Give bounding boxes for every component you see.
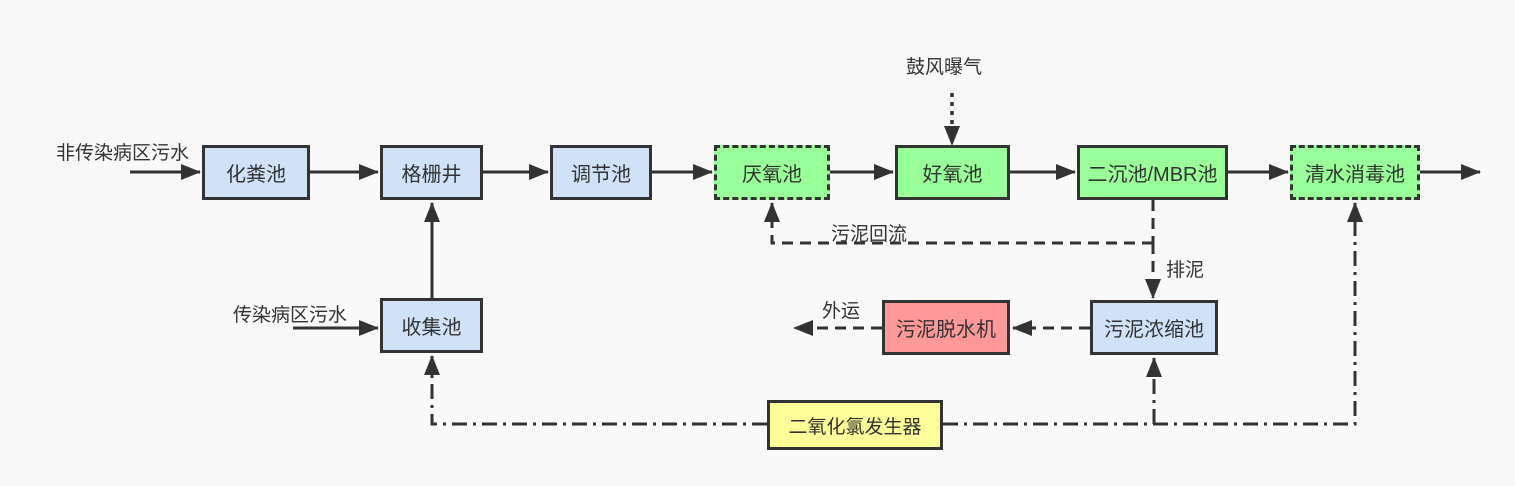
label-non-infectious-inflow: 非传染病区污水 — [56, 143, 190, 164]
node-clean-water-disinfection-tank: 清水消毒池 — [1290, 145, 1420, 200]
node-sludge-thickening-tank-label: 污泥浓缩池 — [1104, 319, 1204, 341]
node-sludge-thickening-tank: 污泥浓缩池 — [1090, 300, 1218, 355]
label-blower-aeration: 鼓风曝气 — [906, 57, 983, 78]
edge-generator-to-cleanwater — [943, 202, 1363, 426]
node-sludge-dewatering-machine-label: 污泥脱水机 — [896, 319, 996, 341]
node-regulating-tank: 调节池 — [550, 145, 652, 200]
node-secondary-mbr-tank-label: 二沉池/MBR池 — [1087, 164, 1218, 186]
node-collection-tank: 收集池 — [380, 298, 483, 353]
edge-generator-to-collection — [424, 355, 767, 426]
node-collection-tank-label: 收集池 — [401, 317, 462, 339]
node-anaerobic-tank: 厌氧池 — [714, 145, 830, 200]
node-secondary-mbr-tank: 二沉池/MBR池 — [1077, 145, 1228, 200]
node-sludge-dewatering-machine: 污泥脱水机 — [882, 300, 1010, 355]
node-chlorine-dioxide-generator: 二氧化氯发生器 — [767, 400, 943, 450]
node-grid-well-label: 格栅井 — [401, 164, 462, 186]
node-aerobic-tank: 好氧池 — [895, 145, 1010, 200]
node-regulating-tank-label: 调节池 — [571, 164, 631, 186]
node-chlorine-dioxide-generator-label: 二氧化氯发生器 — [788, 416, 922, 438]
edge-sludge-return — [764, 202, 1153, 245]
label-sludge-return: 污泥回流 — [831, 224, 908, 245]
node-septic-tank-label: 化粪池 — [226, 164, 286, 186]
label-sludge-discharge: 排泥 — [1166, 260, 1205, 281]
label-infectious-inflow: 传染病区污水 — [233, 305, 348, 326]
node-septic-tank: 化粪池 — [202, 145, 310, 200]
node-aerobic-tank-label: 好氧池 — [922, 164, 983, 186]
node-anaerobic-tank-label: 厌氧池 — [742, 164, 802, 186]
node-clean-water-disinfection-tank-label: 清水消毒池 — [1305, 164, 1405, 186]
label-outbound-transport: 外运 — [822, 301, 861, 322]
node-grid-well: 格栅井 — [380, 145, 483, 200]
